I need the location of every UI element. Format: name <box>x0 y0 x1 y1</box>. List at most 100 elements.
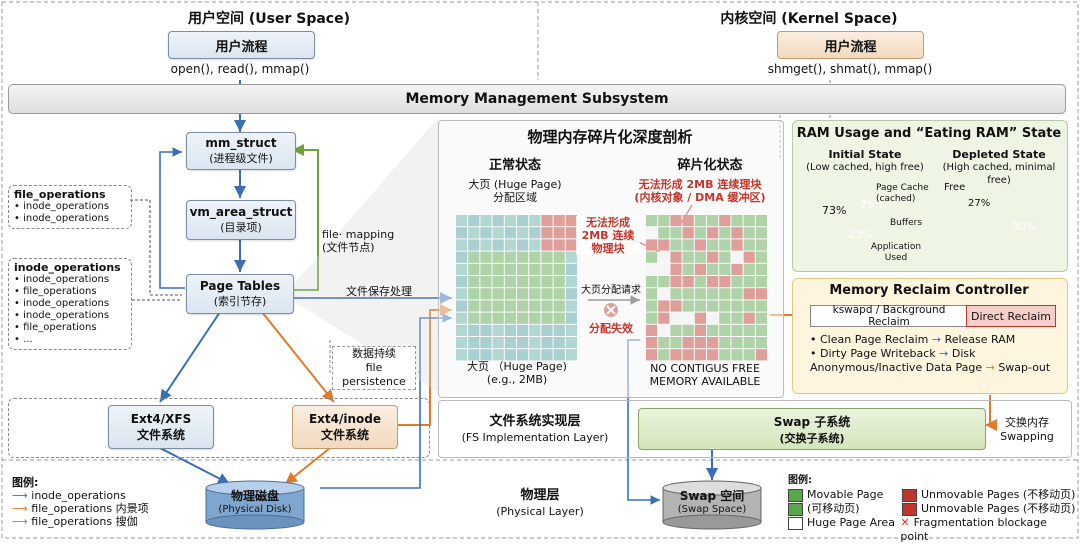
no-2mb-top-line2: (内核对象 / DMA 缓冲区) <box>634 191 766 204</box>
reclaim-row: • Dirty Page Writeback → Disk <box>810 347 976 360</box>
legend-unmovable2: Unmovable Pages (不移动页) <box>902 502 1075 516</box>
fragmentation-panel <box>438 120 784 398</box>
ext4-inode-title: Ext4/inode <box>308 411 382 426</box>
huge-swatch <box>788 516 803 530</box>
no-2mb-mid-label: 无法形成 2MB 连续 物理块 <box>576 216 640 255</box>
fs-layer-title: 文件系统实现层 <box>489 414 581 429</box>
movable-swatch <box>788 488 803 502</box>
disk-cylinder-icon <box>205 480 305 530</box>
swapping-line2: Swapping <box>1000 430 1054 443</box>
legend-unmov2-text: Unmovable Pages (不移动页) <box>921 502 1076 515</box>
swap-space: Swap 空间 (Swap Space) <box>662 480 762 530</box>
depleted-state-sub: (High cached, minimal free) <box>942 162 1056 186</box>
swap-space-sub: (Swap Space) <box>677 504 747 515</box>
file-operations-title: file_operations <box>14 188 106 201</box>
page-tables-title: Page Tables <box>199 279 281 293</box>
reclaim-row: • Clean Page Reclaim → Release RAM <box>810 333 1016 346</box>
reclaim-row-right: Swap-out <box>998 361 1051 374</box>
vm-area-struct-sub: (目录项) <box>220 221 262 234</box>
swap-subsystem-box: Swap 子系统 (交换子系统) <box>638 408 986 450</box>
file-save-label: 文件保存处理 <box>346 285 412 298</box>
legend-movable2: (可移动页) <box>788 502 902 516</box>
initial-state-sub: (Low cached, high free) <box>806 162 924 173</box>
movable-swatch2 <box>788 502 803 516</box>
user-space-title: 用户空间 (User Space) <box>188 11 350 27</box>
ext4-xfs-sub: 文件系统 <box>136 427 185 442</box>
legend-left-text: file_operations 搜伽 <box>31 515 138 528</box>
initial-state-label: Initial State (Low cached, high free) <box>800 148 930 174</box>
ext4-inode-box: Ext4/inode 文件系统 <box>292 405 398 449</box>
persistence-label: 数据持续 file persistence <box>332 346 416 390</box>
no-2mb-top-line1: 无法形成 2MB 连续理块 <box>638 178 762 191</box>
physical-disk: 物理磁盘 (Physical Disk) <box>205 480 305 530</box>
page-tables-box: Page Tables (索引节存) <box>186 274 294 314</box>
kernel-space-title: 内核空间 (Kernel Space) <box>720 11 898 27</box>
fs-implementation-container <box>438 400 1072 458</box>
memory-management-subsystem: Memory Management Subsystem <box>8 84 1066 114</box>
ext4-inode-sub: 文件系统 <box>320 427 369 442</box>
reclaim-title: Memory Reclaim Controller <box>829 283 1029 298</box>
legend-left-title: 图例: <box>12 476 39 489</box>
legend-movable-text: Movable Page <box>807 488 884 501</box>
unmovable-swatch <box>902 488 917 502</box>
huge-bottom-line2: (e.g., 2MB) <box>486 373 548 386</box>
reclaim-row: Anonymous/Inactive Data Page → Swap-out <box>810 361 1051 374</box>
huge-label-line1: 大页 (Huge Page) <box>468 178 562 191</box>
reclaim-panel <box>792 278 1068 394</box>
legend-huge-text: Huge Page Area <box>807 516 895 529</box>
legend-left-text: inode_operations <box>31 489 126 502</box>
mm-struct-sub: (进程级文件) <box>209 152 273 165</box>
pie1-cache-line1: Page Cache <box>876 183 929 193</box>
file-ops-item: • inode_operations <box>14 213 110 224</box>
reclaim-row-left: • Dirty Page Writeback <box>810 347 936 360</box>
swap-space-title: Swap 空间 <box>679 489 745 503</box>
no-contig-line1: NO CONTIGUS FREE <box>650 362 760 375</box>
legend-movable: Movable Page <box>788 488 902 502</box>
huge-page-label: 大页 (Huge Page) 分配区域 <box>455 178 575 204</box>
frag-title: 物理内存碎片化深度剖析 <box>527 128 693 146</box>
swap-space-label: Swap 空间 (Swap Space) <box>662 490 762 516</box>
mm-struct-box: mm_struct (进程级文件) <box>186 132 296 170</box>
inode-ops-item: • inode_operations <box>14 310 110 321</box>
vm-area-struct-title: vm_area_struct <box>189 205 293 219</box>
kernel-syscalls: shmget(), shmat(), mmap() <box>767 62 933 76</box>
pie2-used-pct: 80% <box>1012 220 1037 233</box>
legend-left-text: file_operations 内景项 <box>31 502 149 515</box>
no-2mb-mid-line1: 无法形成 <box>586 216 630 229</box>
page-tables-sub: (索引节存) <box>213 295 267 308</box>
disk-sub: (Physical Disk) <box>218 504 292 515</box>
legend-block-text: Fragmentation blockage point <box>900 516 1047 543</box>
ext4-xfs-title: Ext4/XFS <box>130 411 192 426</box>
legend-left: 图例: ⟶ inode_operations ⟶ file_operations… <box>12 476 149 528</box>
reclaim-row-right: Disk <box>951 347 976 360</box>
mm-struct-title: mm_struct <box>205 136 277 150</box>
inode-ops-item: • file_operations <box>14 322 97 333</box>
frag-state-title: 碎片化状态 <box>677 158 743 173</box>
legend-row: Huge Page Area ✕Fragmentation blockage p… <box>788 516 1076 544</box>
pie1-app-pct: 23% <box>848 228 873 241</box>
pie1-cache-line2: (cached) <box>876 194 916 204</box>
depleted-state-title: Depleted State <box>952 148 1046 161</box>
physical-layer-sub: (Physical Layer) <box>496 505 584 518</box>
huge-label-line2: 分配区域 <box>493 191 537 204</box>
ext4-xfs-box: Ext4/XFS 文件系统 <box>108 405 214 449</box>
pie1-app-line2: Used <box>884 253 908 263</box>
inode-ops-item: • file_operations <box>14 286 97 297</box>
vm-area-struct-box: vm_area_struct (目录项) <box>186 200 296 240</box>
pie1-app-line1: Application <box>870 242 922 252</box>
normal-state-title: 正常状态 <box>488 158 541 173</box>
legend-right-title: 图例: <box>788 475 812 486</box>
persistence-line1: 数据持续 <box>352 347 396 360</box>
swap-subsystem-sub: (交换子系统) <box>779 431 845 445</box>
swap-subsystem-title: Swap 子系统 <box>773 414 851 429</box>
kswapd-box: kswapd / Background Reclaim <box>810 304 968 328</box>
file-mapping-line2: (文件节点) <box>322 241 375 254</box>
pie1-cache-pct: 25% <box>860 198 885 211</box>
block-x-icon: ✕ <box>900 516 910 529</box>
alloc-request-label: 大页分配请求 <box>581 285 641 296</box>
pie1-free-pct: 73% <box>822 204 847 217</box>
legend-unmovable1: Unmovable Pages (不移动页) <box>902 488 1075 502</box>
legend-huge: Huge Page Area <box>788 516 900 544</box>
inode-operations-title: inode_operations <box>14 261 121 274</box>
alloc-fail-label: 分配失效 <box>589 322 633 335</box>
